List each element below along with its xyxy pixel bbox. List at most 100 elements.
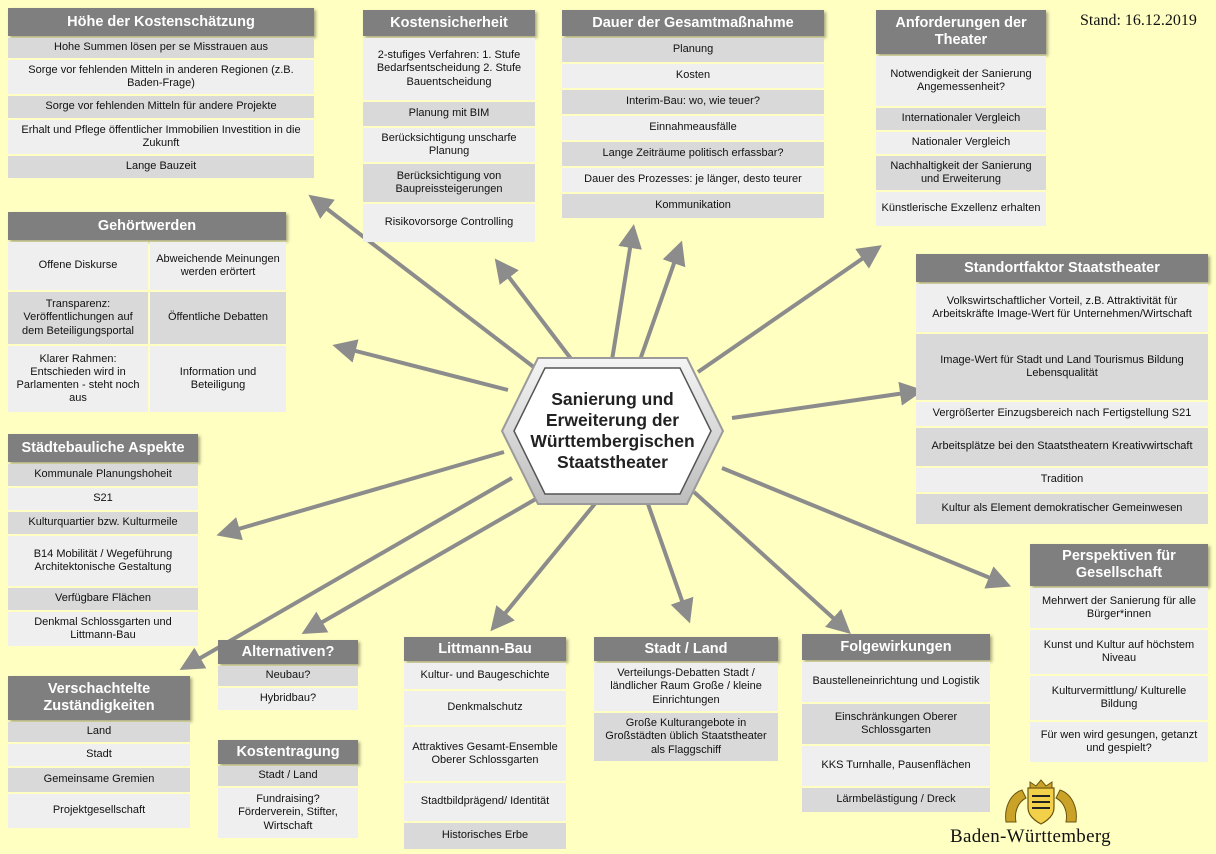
center-line: Erweiterung der xyxy=(545,410,680,430)
list-item: Kommunale Planungshoheit xyxy=(8,464,198,486)
group-staedtebau: Städtebauliche Aspekte Kommunale Planung… xyxy=(8,434,198,646)
list-item: Kultur- und Baugeschichte xyxy=(404,663,566,689)
list-item: S21 xyxy=(8,488,198,510)
list-item: Internationaler Vergleich xyxy=(876,108,1046,130)
list-item: Einnahmeausfälle xyxy=(562,116,824,140)
list-item: Offene Diskurse xyxy=(8,242,148,290)
list-item: Lange Zeiträume politisch erfassbar? xyxy=(562,142,824,166)
group-folge: Folgewirkungen Baustelleneinrichtung und… xyxy=(802,634,990,812)
center-line: Staatstheater xyxy=(557,452,668,472)
group-title: Kostensicherheit xyxy=(363,10,535,36)
list-item: 2-stufiges Verfahren: 1. Stufe Bedarfsen… xyxy=(363,38,535,100)
list-item: Historisches Erbe xyxy=(404,823,566,849)
group-stadtland: Stadt / Land Verteilungs-Debatten Stadt … xyxy=(594,637,778,761)
list-item: Erhalt und Pflege öffentlicher Immobilie… xyxy=(8,120,314,154)
list-item: Sorge vor fehlenden Mitteln für andere P… xyxy=(8,96,314,118)
list-item: Dauer des Prozesses: je länger, desto te… xyxy=(562,168,824,192)
group-anforderungen: Anforderungen der Theater Notwendigkeit … xyxy=(876,10,1046,226)
group-title: Alternativen? xyxy=(218,640,358,664)
list-item: Lärmbelästigung / Dreck xyxy=(802,788,990,812)
list-item: Hohe Summen lösen per se Misstrauen aus xyxy=(8,38,314,58)
group-title: Städtebauliche Aspekte xyxy=(8,434,198,462)
group-title: Folgewirkungen xyxy=(802,634,990,660)
list-item: Einschränkungen Oberer Schlossgarten xyxy=(802,704,990,744)
list-item: Tradition xyxy=(916,468,1208,492)
group-title: Kostentragung xyxy=(218,740,358,764)
group-standort: Standortfaktor Staatstheater Volkswirtsc… xyxy=(916,254,1208,524)
list-item: Sorge vor fehlenden Mitteln in anderen R… xyxy=(8,60,314,94)
list-item: Stadtbildprägend/ Identität xyxy=(404,783,566,821)
group-dauer: Dauer der Gesamtmaßnahme Planung Kosten … xyxy=(562,10,824,218)
group-verschachtelt: Verschachtelte Zuständigkeiten Land Stad… xyxy=(8,676,190,828)
group-title: Stadt / Land xyxy=(594,637,778,661)
list-item: Klarer Rahmen: Entschieden wird in Parla… xyxy=(8,346,148,412)
list-item: Berücksichtigung von Baupreissteigerunge… xyxy=(363,164,535,202)
arrow-standort xyxy=(731,381,924,420)
list-item: Nachhaltigkeit der Sanierung und Erweite… xyxy=(876,156,1046,190)
list-item: Attraktives Gesamt-Ensemble Oberer Schlo… xyxy=(404,727,566,781)
list-item: Risikovorsorge Controlling xyxy=(363,204,535,242)
list-item: Fundraising? Förderverein, Stifter, Wirt… xyxy=(218,788,358,838)
coat-of-arms-icon xyxy=(1005,779,1077,825)
arrow-staedtebau xyxy=(216,450,505,541)
group-title: Standortfaktor Staatstheater xyxy=(916,254,1208,282)
arrow-gehoert xyxy=(332,339,509,392)
arrow-verschachtelt xyxy=(179,476,514,671)
list-item: Image-Wert für Stadt und Land Tourismus … xyxy=(916,334,1208,400)
center-hexagon xyxy=(500,357,725,505)
list-item: Abweichende Meinungen werden erörtert xyxy=(150,242,286,290)
list-item: Interim-Bau: wo, wie teuer? xyxy=(562,90,824,114)
list-item: Hybridbau? xyxy=(218,688,358,710)
group-title: Höhe der Kostenschätzung xyxy=(8,8,314,36)
list-item: Land xyxy=(8,722,190,742)
list-item: Stadt / Land xyxy=(218,766,358,786)
group-kostensicherheit: Kostensicherheit 2-stufiges Verfahren: 1… xyxy=(363,10,535,242)
list-item: Planung mit BIM xyxy=(363,102,535,126)
arrow-anforderungen xyxy=(696,245,882,374)
group-kostentragung: Kostentragung Stadt / Land Fundraising? … xyxy=(218,740,358,838)
list-item: Baustelleneinrichtung und Logistik xyxy=(802,662,990,702)
arrow-stadtland xyxy=(646,503,694,624)
group-title: Littmann-Bau xyxy=(404,637,566,661)
list-item: KKS Turnhalle, Pausenflächen xyxy=(802,746,990,786)
list-item: Große Kulturangebote in Großstädten übli… xyxy=(594,713,778,761)
arrow-perspektiven xyxy=(721,466,1012,589)
list-item: B14 Mobilität / Wegeführung Architektoni… xyxy=(8,536,198,586)
list-item: Notwendigkeit der Sanierung Angemessenhe… xyxy=(876,56,1046,106)
group-title: Anforderungen der Theater xyxy=(876,10,1046,54)
list-item: Künstlerische Exzellenz erhalten xyxy=(876,192,1046,226)
group-title: Perspektiven für Gesellschaft xyxy=(1030,544,1208,586)
group-title: Verschachtelte Zuständigkeiten xyxy=(8,676,190,720)
list-item: Kommunikation xyxy=(562,194,824,218)
group-title: Gehörtwerden xyxy=(8,212,286,240)
logo-text: Baden-Württemberg xyxy=(950,826,1111,847)
center-title: Sanierung und Erweiterung der Württember… xyxy=(500,356,725,506)
center-line: Sanierung und xyxy=(551,389,674,409)
list-item: Kultur als Element demokratischer Gemein… xyxy=(916,494,1208,524)
group-littmann: Littmann-Bau Kultur- und Baugeschichte D… xyxy=(404,637,566,849)
group-perspektiven: Perspektiven für Gesellschaft Mehrwert d… xyxy=(1030,544,1208,762)
list-item: Berücksichtigung unscharfe Planung xyxy=(363,128,535,162)
list-item: Verfügbare Flächen xyxy=(8,588,198,610)
list-item: Denkmal Schlossgarten und Littmann-Bau xyxy=(8,612,198,646)
list-item: Kulturvermittlung/ Kulturelle Bildung xyxy=(1030,676,1208,720)
list-item: Vergrößerter Einzugsbereich nach Fertigs… xyxy=(916,402,1208,426)
list-item: Denkmalschutz xyxy=(404,691,566,725)
group-alternativen: Alternativen? Neubau? Hybridbau? xyxy=(218,640,358,710)
arrow-alternativen xyxy=(301,490,549,634)
arrow-kostensicherheit xyxy=(494,258,580,370)
arrow-hoehe xyxy=(308,194,550,380)
list-item: Projektgesellschaft xyxy=(8,794,190,828)
group-hoehe: Höhe der Kostenschätzung Hohe Summen lös… xyxy=(8,8,314,178)
list-item: Gemeinsame Gremien xyxy=(8,768,190,792)
list-item: Kosten xyxy=(562,64,824,88)
arrow-folge xyxy=(692,490,851,635)
list-item: Mehrwert der Sanierung für alle Bürger*i… xyxy=(1030,588,1208,628)
list-item: Kulturquartier bzw. Kulturmeile xyxy=(8,512,198,534)
list-item: Für wen wird gesungen, getanzt und gespi… xyxy=(1030,722,1208,762)
list-item: Neubau? xyxy=(218,666,358,686)
arrow-dauer xyxy=(610,224,642,361)
list-item: Transparenz: Veröffentlichungen auf dem … xyxy=(8,292,148,344)
list-item: Stadt xyxy=(8,744,190,766)
